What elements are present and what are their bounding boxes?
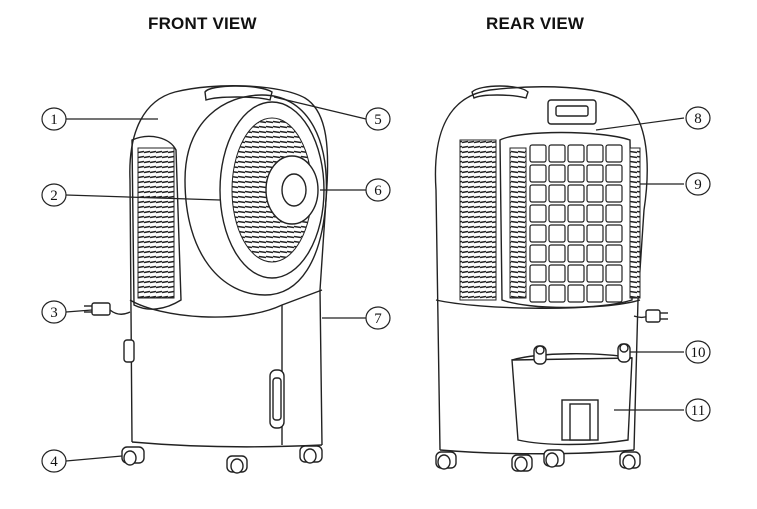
callout-number-2: 2 xyxy=(50,188,58,204)
callout-number-5: 5 xyxy=(374,112,382,128)
filter-cell xyxy=(567,164,585,183)
filter-cell xyxy=(529,284,547,303)
filter-cell xyxy=(586,144,604,163)
filter-cell xyxy=(548,284,566,303)
filter-cell xyxy=(567,284,585,303)
filter-cell xyxy=(529,264,547,283)
callout-circle-7 xyxy=(365,306,391,330)
callout-circle-11 xyxy=(685,398,711,422)
rear-power-plug xyxy=(645,309,661,323)
rear-filter-grid xyxy=(529,144,623,303)
rear-inner-vent xyxy=(509,147,527,299)
filter-cell xyxy=(605,144,623,163)
rear-left-vent xyxy=(459,139,497,301)
filter-cell xyxy=(586,184,604,203)
filter-cell xyxy=(567,244,585,263)
filter-cell xyxy=(548,224,566,243)
callout-number-6: 6 xyxy=(374,183,382,199)
callout-circle-6 xyxy=(365,178,391,202)
filter-cell xyxy=(548,144,566,163)
filter-cell xyxy=(529,204,547,223)
callout-circle-1 xyxy=(41,107,67,131)
filter-cell xyxy=(548,204,566,223)
callout-number-10: 10 xyxy=(691,345,706,361)
callout-number-4: 4 xyxy=(50,454,58,470)
front-view-unit xyxy=(84,85,329,474)
filter-cell xyxy=(548,164,566,183)
filter-cell xyxy=(548,264,566,283)
callout-circle-3 xyxy=(41,300,67,324)
callout-number-11: 11 xyxy=(691,403,705,419)
callout-circle-9 xyxy=(685,172,711,196)
filter-cell xyxy=(605,184,623,203)
filter-cell xyxy=(586,224,604,243)
callout-circle-2 xyxy=(41,183,67,207)
filter-cell xyxy=(605,284,623,303)
callout-number-7: 7 xyxy=(374,311,382,327)
rear-top-cap xyxy=(471,85,529,99)
front-side-vent-housing xyxy=(131,135,182,310)
rear-casters xyxy=(435,449,641,472)
filter-cell xyxy=(529,224,547,243)
filter-cell xyxy=(586,284,604,303)
filter-cell xyxy=(586,264,604,283)
front-side-vent xyxy=(137,147,175,299)
rear-right-vent xyxy=(629,147,641,299)
filter-cell xyxy=(567,204,585,223)
filter-cell xyxy=(548,184,566,203)
callout-number-3: 3 xyxy=(50,305,58,321)
filter-cell xyxy=(605,164,623,183)
callout-circle-10 xyxy=(685,340,711,364)
filter-cell xyxy=(586,244,604,263)
filter-cell xyxy=(605,244,623,263)
front-lower-panel xyxy=(129,289,323,318)
callout-number-8: 8 xyxy=(694,111,702,127)
filter-cell xyxy=(529,244,547,263)
front-power-plug xyxy=(91,302,111,316)
filter-cell xyxy=(605,264,623,283)
callout-circle-4 xyxy=(41,449,67,473)
rear-view-title: REAR VIEW xyxy=(486,14,585,33)
callout-number-9: 9 xyxy=(694,177,702,193)
filter-cell xyxy=(529,184,547,203)
front-casters xyxy=(121,445,323,474)
filter-cell xyxy=(548,244,566,263)
front-view-title: FRONT VIEW xyxy=(148,14,257,33)
callout-circle-5 xyxy=(365,107,391,131)
filter-cell xyxy=(567,144,585,163)
front-power-cord xyxy=(109,309,131,315)
filter-cell xyxy=(586,164,604,183)
front-top-cap xyxy=(204,85,273,101)
rear-filter-frame xyxy=(499,131,633,309)
filter-cell xyxy=(567,184,585,203)
filter-cell xyxy=(567,264,585,283)
rear-body-outline xyxy=(434,86,648,451)
filter-cell xyxy=(529,164,547,183)
front-fan-frame xyxy=(184,94,328,296)
filter-cell xyxy=(529,144,547,163)
filter-cell xyxy=(586,204,604,223)
rear-view-unit xyxy=(434,85,668,472)
callout-number-1: 1 xyxy=(50,112,58,128)
filter-cell xyxy=(605,204,623,223)
filter-cell xyxy=(567,224,585,243)
filter-cell xyxy=(605,224,623,243)
callout-circle-8 xyxy=(685,106,711,130)
rear-tank-clips xyxy=(533,343,631,365)
